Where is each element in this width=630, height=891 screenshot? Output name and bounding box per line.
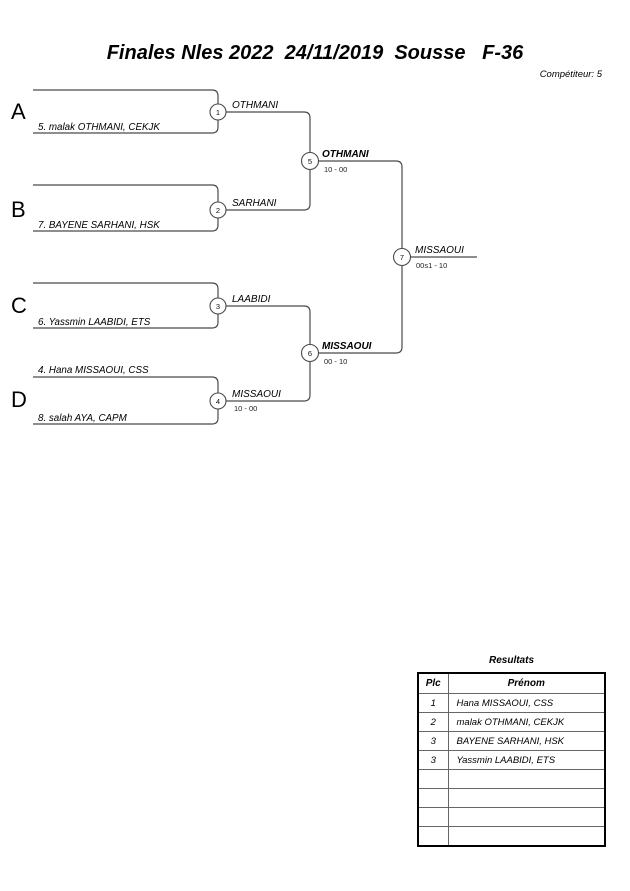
bracket-line-d-top <box>33 376 219 393</box>
match-5-circle <box>300 151 320 171</box>
winner-line-match-4 <box>226 361 311 402</box>
table-row: 1 Hana MISSAOUI, CSS <box>417 693 606 713</box>
winner-line-match-5 <box>318 160 403 249</box>
match-2-circle <box>209 201 227 219</box>
results-table: Plc Prénom 1 Hana MISSAOUI, CSS 2 malak … <box>417 672 606 847</box>
match-2-number: 2 <box>216 206 220 215</box>
winner-line-match-1 <box>226 111 311 153</box>
results-section: Resultats Plc Prénom 1 Hana MISSAOUI, CS… <box>417 655 606 847</box>
group-letter-c: C <box>11 293 27 318</box>
table-row <box>417 769 606 789</box>
match-7-number: 7 <box>400 253 404 262</box>
match-6-winner: MISSAOUI <box>322 341 372 352</box>
competitor-count-label: Compétiteur: 5 <box>539 69 602 80</box>
bracket-line-c-bottom <box>33 314 219 329</box>
result-place <box>417 788 449 808</box>
winner-line-match-3 <box>226 305 311 345</box>
match-5-winner: OTHMANI <box>322 149 369 160</box>
group-letter-b: B <box>11 197 26 222</box>
table-row: 2 malak OTHMANI, CEKJK <box>417 712 606 732</box>
entry-name-a: 5. malak OTHMANI, CEKJK <box>38 122 160 133</box>
match-4-circle <box>209 392 227 410</box>
results-header-row: Plc Prénom <box>417 672 606 694</box>
result-name <box>447 826 606 847</box>
results-header-place: Plc <box>417 672 449 694</box>
match-1-winner: OTHMANI <box>232 100 278 111</box>
group-letter-d: D <box>11 387 27 412</box>
match-4-score: 10 - 00 <box>234 404 257 413</box>
tournament-bracket: A B C D 5. malak OTHMANI, CEKJK 7. BAYEN… <box>11 89 477 425</box>
winner-line-match-6 <box>318 265 403 354</box>
result-place: 3 <box>417 731 449 751</box>
match-7-circle <box>392 247 412 267</box>
table-row: 3 Yassmin LAABIDI, ETS <box>417 750 606 770</box>
match-6-number: 6 <box>308 349 312 358</box>
bracket-line-a-top <box>33 89 219 104</box>
bracket-line-c-top <box>33 282 219 298</box>
result-place: 3 <box>417 750 449 770</box>
result-name <box>447 769 606 789</box>
page-title: Finales Nles 2022 24/11/2019 Sousse F-36 <box>106 42 524 64</box>
bracket-line-a-bottom <box>33 120 219 134</box>
match-7-winner: MISSAOUI <box>415 245 464 256</box>
result-place <box>417 769 449 789</box>
match-5-number: 5 <box>308 157 312 166</box>
match-5-score: 10 - 00 <box>324 165 347 174</box>
match-3-number: 3 <box>216 302 220 311</box>
table-row: 3 BAYENE SARHANI, HSK <box>417 731 606 751</box>
results-header-name: Prénom <box>447 672 606 694</box>
result-place: 1 <box>417 693 449 713</box>
entry-name-c: 6. Yassmin LAABIDI, ETS <box>38 317 151 328</box>
match-7-score: 00s1 - 10 <box>416 261 447 270</box>
result-name <box>447 788 606 808</box>
match-3-winner: LAABIDI <box>232 294 271 305</box>
match-6-score: 00 - 10 <box>324 357 347 366</box>
match-4-number: 4 <box>216 397 220 406</box>
result-name: BAYENE SARHANI, HSK <box>447 731 606 751</box>
result-name: malak OTHMANI, CEKJK <box>447 712 606 732</box>
results-title: Resultats <box>488 655 534 666</box>
table-row <box>417 807 606 827</box>
bracket-line-d-bottom <box>33 409 219 425</box>
match-3-circle <box>209 297 227 315</box>
result-place <box>417 807 449 827</box>
match-6-circle <box>300 343 320 363</box>
winner-line-match-2 <box>226 169 311 211</box>
result-name <box>447 807 606 827</box>
entry-name-b: 7. BAYENE SARHANI, HSK <box>38 220 160 231</box>
entry-name-d-top: 4. Hana MISSAOUI, CSS <box>38 365 149 376</box>
entry-name-d-bottom: 8. salah AYA, CAPM <box>38 413 128 424</box>
table-row <box>417 788 606 808</box>
match-4-winner: MISSAOUI <box>232 389 281 400</box>
result-place <box>417 826 449 847</box>
bracket-line-b-bottom <box>33 218 219 232</box>
group-letter-a: A <box>11 99 26 124</box>
match-2-winner: SARHANI <box>232 198 277 209</box>
result-name: Hana MISSAOUI, CSS <box>447 693 606 713</box>
match-1-circle <box>209 103 227 121</box>
result-place: 2 <box>417 712 449 732</box>
bracket-line-b-top <box>33 184 219 202</box>
match-1-number: 1 <box>216 108 220 117</box>
result-name: Yassmin LAABIDI, ETS <box>447 750 606 770</box>
table-row <box>417 826 606 847</box>
